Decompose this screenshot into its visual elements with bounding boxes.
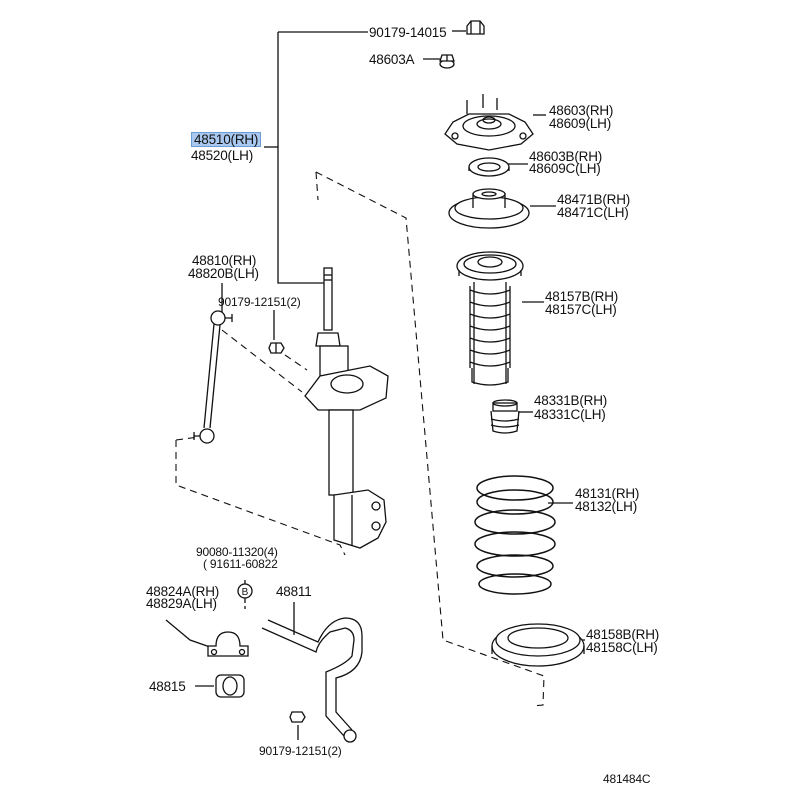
label-90179-12151-top[interactable]: 90179-12151(2) [218,295,301,309]
dashed-assembly-lines [175,171,545,707]
label-48603a[interactable]: 48603A [369,52,415,67]
shock-absorber [304,267,389,549]
label-48820b[interactable]: 48820B(LH) [188,266,259,281]
label-48810[interactable]: 48810(RH) [192,253,257,268]
stabilizer-link [193,310,233,444]
link-nut [268,342,285,354]
label-48471b[interactable]: 48471B(RH) [557,192,631,207]
label-48811[interactable]: 48811 [276,584,312,599]
label-48331c[interactable]: 48331C(LH) [534,407,606,422]
callout-letter: B [242,587,249,598]
top-nut [466,20,485,35]
label-48331b[interactable]: 48331B(RH) [534,393,608,408]
label-48609c[interactable]: 48609C(LH) [529,161,601,176]
diagram-code: 481484C [603,772,651,786]
label-48158b[interactable]: 48158B(RH) [586,627,660,642]
label-48603[interactable]: 48603(RH) [549,103,614,118]
lower-insulator [491,623,585,667]
stabilizer-bar [261,617,363,743]
label-48157b[interactable]: 48157B(RH) [545,289,619,304]
label-48157c[interactable]: 48157C(LH) [545,302,617,317]
label-48829a[interactable]: 48829A(LH) [146,596,217,611]
label-48824a[interactable]: 48824A(RH) [146,584,220,599]
label-91611-60822[interactable]: ( 91611-60822 [203,557,278,571]
label-48603b[interactable]: 48603B(RH) [529,149,603,164]
label-90179-14015[interactable]: 90179-14015 [369,25,447,40]
label-48520[interactable]: 48520(LH) [191,148,253,163]
label-48158c[interactable]: 48158C(LH) [586,640,658,655]
label-48510-highlighted[interactable]: 48510(RH) [191,132,262,147]
stabilizer-bracket [207,631,249,657]
label-90179-12151-bottom[interactable]: 90179-12151(2) [259,744,342,758]
label-90080-11320[interactable]: 90080-11320(4) [196,545,278,559]
label-48132[interactable]: 48132(LH) [575,499,637,514]
label-48609[interactable]: 48609(LH) [549,116,611,131]
label-48815[interactable]: 48815 [149,679,186,694]
nut-48603a [439,54,455,69]
label-48131[interactable]: 48131(RH) [575,486,640,501]
label-48471c[interactable]: 48471C(LH) [557,205,629,220]
bearing [468,157,510,177]
callout-b: B [237,583,253,612]
bottom-nut [289,711,306,723]
bump-stopper [490,399,520,434]
upper-support [444,94,534,151]
dust-boot [456,251,524,386]
upper-spring-seat [448,188,530,229]
stabilizer-bushing [215,674,245,698]
coil-spring [474,475,556,595]
